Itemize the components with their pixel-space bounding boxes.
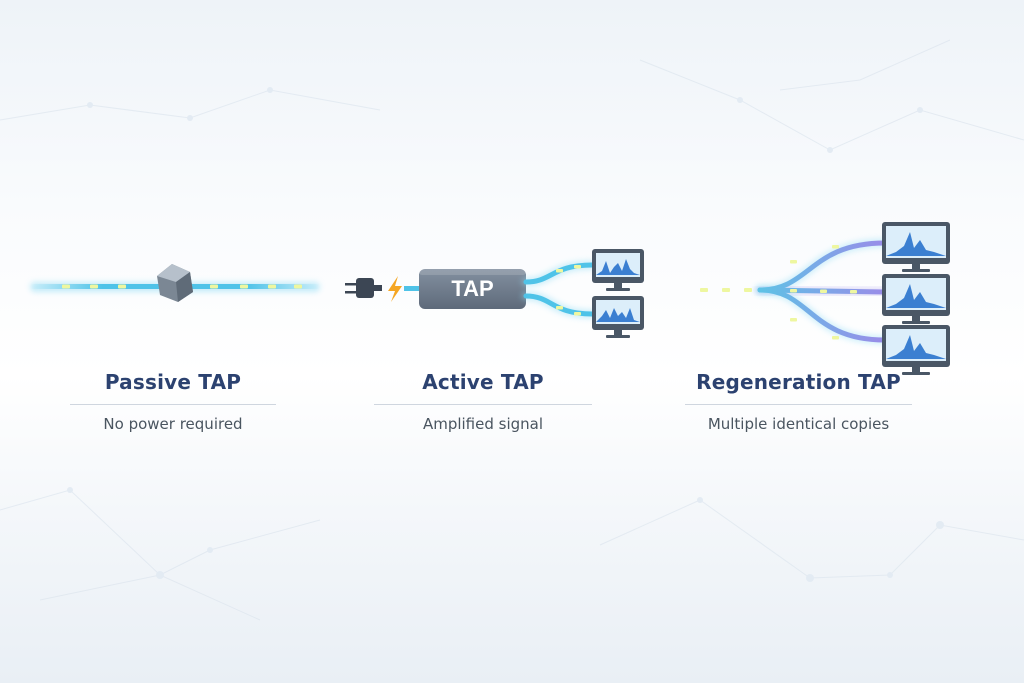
regeneration-tap-title: Regeneration TAP: [696, 370, 901, 394]
regeneration-tap-group: [674, 222, 950, 375]
regeneration-tap-caption: Regeneration TAP Multiple identical copi…: [685, 370, 912, 433]
monitor-icon: [592, 296, 644, 338]
tap-device-box: [419, 269, 526, 309]
active-output-fiber-1: [523, 262, 595, 285]
monitor-icon: [882, 274, 950, 324]
passive-tap-group: [30, 264, 320, 302]
power-plug-icon: [345, 278, 382, 298]
passive-tap-caption: Passive TAP No power required: [70, 370, 276, 433]
monitor-icon: [882, 222, 950, 272]
passive-tap-title: Passive TAP: [104, 370, 242, 394]
lightning-bolt-icon: [388, 276, 402, 302]
regen-output-fiber-3: [757, 287, 888, 343]
monitor-icon: [882, 325, 950, 375]
regeneration-tap-subtitle: Multiple identical copies: [707, 415, 890, 433]
active-output-fiber-2: [523, 293, 595, 317]
active-tap-title: Active TAP: [422, 370, 544, 394]
active-tap-caption: Active TAP Amplified signal: [374, 370, 592, 433]
monitor-icon: [592, 249, 644, 291]
divider: [70, 404, 276, 405]
divider: [374, 404, 592, 405]
splitter-prism-icon: [157, 264, 193, 302]
passive-packets: [62, 284, 302, 289]
active-tap-group: [345, 249, 644, 338]
divider: [685, 404, 912, 405]
active-tap-subtitle: Amplified signal: [422, 415, 544, 433]
passive-tap-subtitle: No power required: [103, 415, 243, 433]
